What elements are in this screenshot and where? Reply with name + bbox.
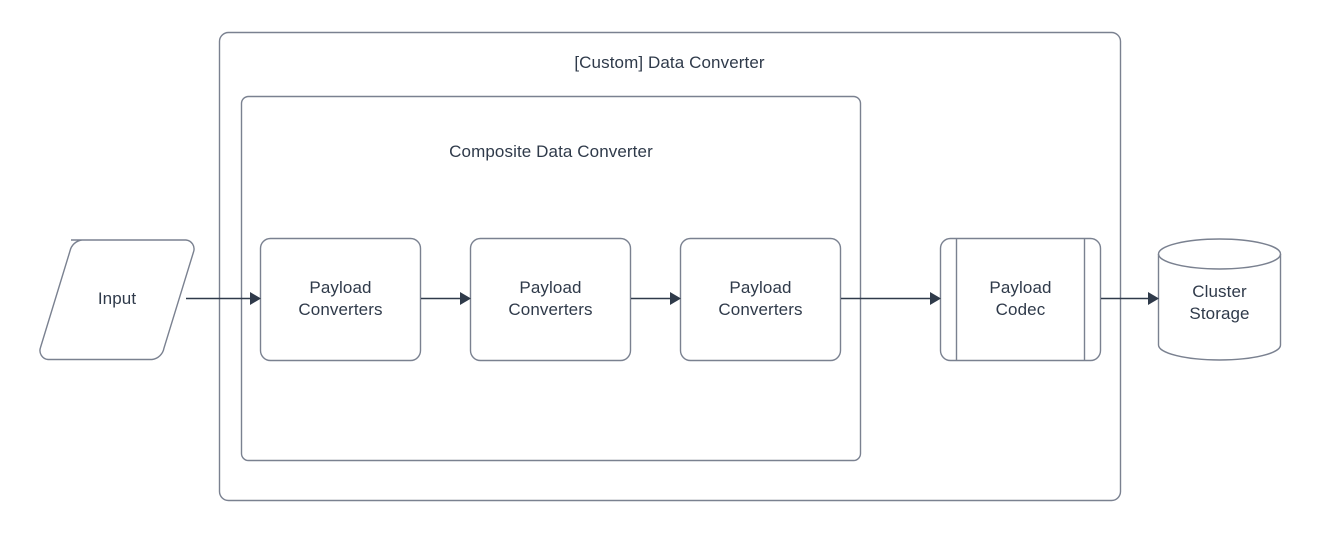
edge-codec-to-storage bbox=[1101, 292, 1159, 305]
node-label-payload-converters-3: Payload Converters bbox=[718, 278, 803, 319]
container-title-custom-data-converter: [Custom] Data Converter bbox=[574, 53, 765, 72]
node-label-payload-codec: Payload Codec bbox=[989, 278, 1052, 319]
node-label-payload-converters-2: Payload Converters bbox=[508, 278, 593, 319]
edge-input-to-converters-1 bbox=[186, 292, 261, 305]
node-payload-converters-2-shape[interactable] bbox=[469, 237, 632, 362]
node-label-input: Input bbox=[97, 289, 137, 308]
node-label-cluster-storage: Cluster Storage bbox=[1189, 282, 1250, 323]
node-payload-codec-shape[interactable] bbox=[939, 237, 1102, 362]
node-cluster-storage-shape[interactable] bbox=[1157, 238, 1282, 361]
node-cluster-storage-top-ellipse bbox=[1157, 253, 1282, 270]
node-payload-converters-1-shape[interactable] bbox=[259, 237, 422, 362]
node-payload-converters-3-shape[interactable] bbox=[679, 237, 842, 362]
edge-converters-2-to-converters-3 bbox=[631, 292, 681, 305]
container-title-composite-data-converter: Composite Data Converter bbox=[449, 142, 653, 161]
node-input-shape[interactable] bbox=[39, 239, 195, 361]
node-label-payload-converters-1: Payload Converters bbox=[298, 278, 383, 319]
edge-converters-1-to-converters-2 bbox=[421, 292, 471, 305]
edge-converters-3-to-codec bbox=[841, 292, 941, 305]
